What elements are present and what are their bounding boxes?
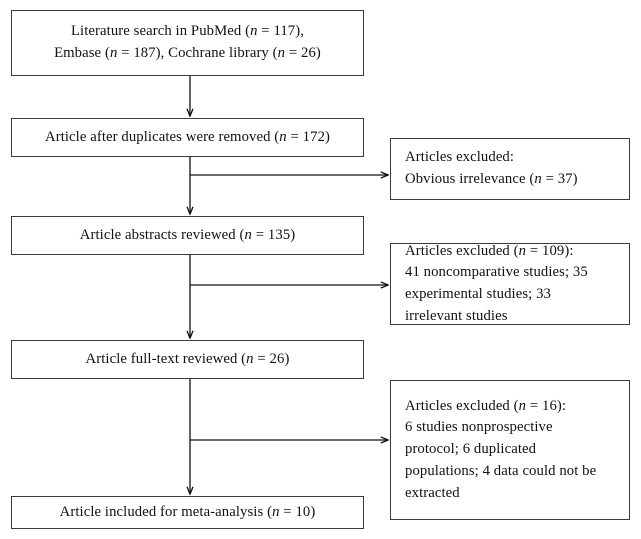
- node-line: protocol; 6 duplicated: [405, 441, 537, 458]
- node-line: Articles excluded (n = 109):: [405, 242, 574, 259]
- node-line: irrelevant studies: [405, 307, 508, 324]
- node-excluded-after-fulltext: Articles excluded (n = 16): 6 studies no…: [390, 380, 630, 520]
- node-line: 41 noncomparative studies; 35: [405, 264, 588, 281]
- node-line: Article full-text reviewed (n = 26): [85, 350, 290, 367]
- node-line: Literature search in PubMed (n = 117),: [70, 23, 305, 40]
- node-line: extracted: [405, 484, 460, 501]
- node-included-for-meta-analysis: Article included for meta-analysis (n = …: [11, 496, 364, 529]
- node-abstracts-reviewed: Article abstracts reviewed (n = 135): [11, 216, 364, 255]
- node-line: Articles excluded:: [405, 149, 515, 166]
- node-line: Embase (n = 187), Cochrane library (n = …: [54, 45, 321, 61]
- node-line: experimental studies; 33: [405, 286, 551, 302]
- node-line: Article after duplicates were removed (n…: [45, 128, 330, 145]
- node-line: Articles excluded (n = 16):: [405, 397, 567, 414]
- node-literature-search: Literature search in PubMed (n = 117), E…: [11, 10, 364, 76]
- node-full-text-reviewed: Article full-text reviewed (n = 26): [11, 340, 364, 379]
- node-line: Article included for meta-analysis (n = …: [59, 503, 316, 520]
- node-line: Obvious irrelevance (n = 37): [405, 171, 578, 187]
- node-after-duplicates-removed: Article after duplicates were removed (n…: [11, 118, 364, 157]
- node-excluded-obvious-irrelevance: Articles excluded: Obvious irrelevance (…: [390, 138, 630, 200]
- node-line: populations; 4 data could not be: [405, 462, 597, 479]
- node-line: 6 studies nonprospective: [405, 419, 553, 436]
- node-excluded-after-abstracts: Articles excluded (n = 109): 41 noncompa…: [390, 243, 630, 325]
- node-line: Article abstracts reviewed (n = 135): [79, 226, 296, 243]
